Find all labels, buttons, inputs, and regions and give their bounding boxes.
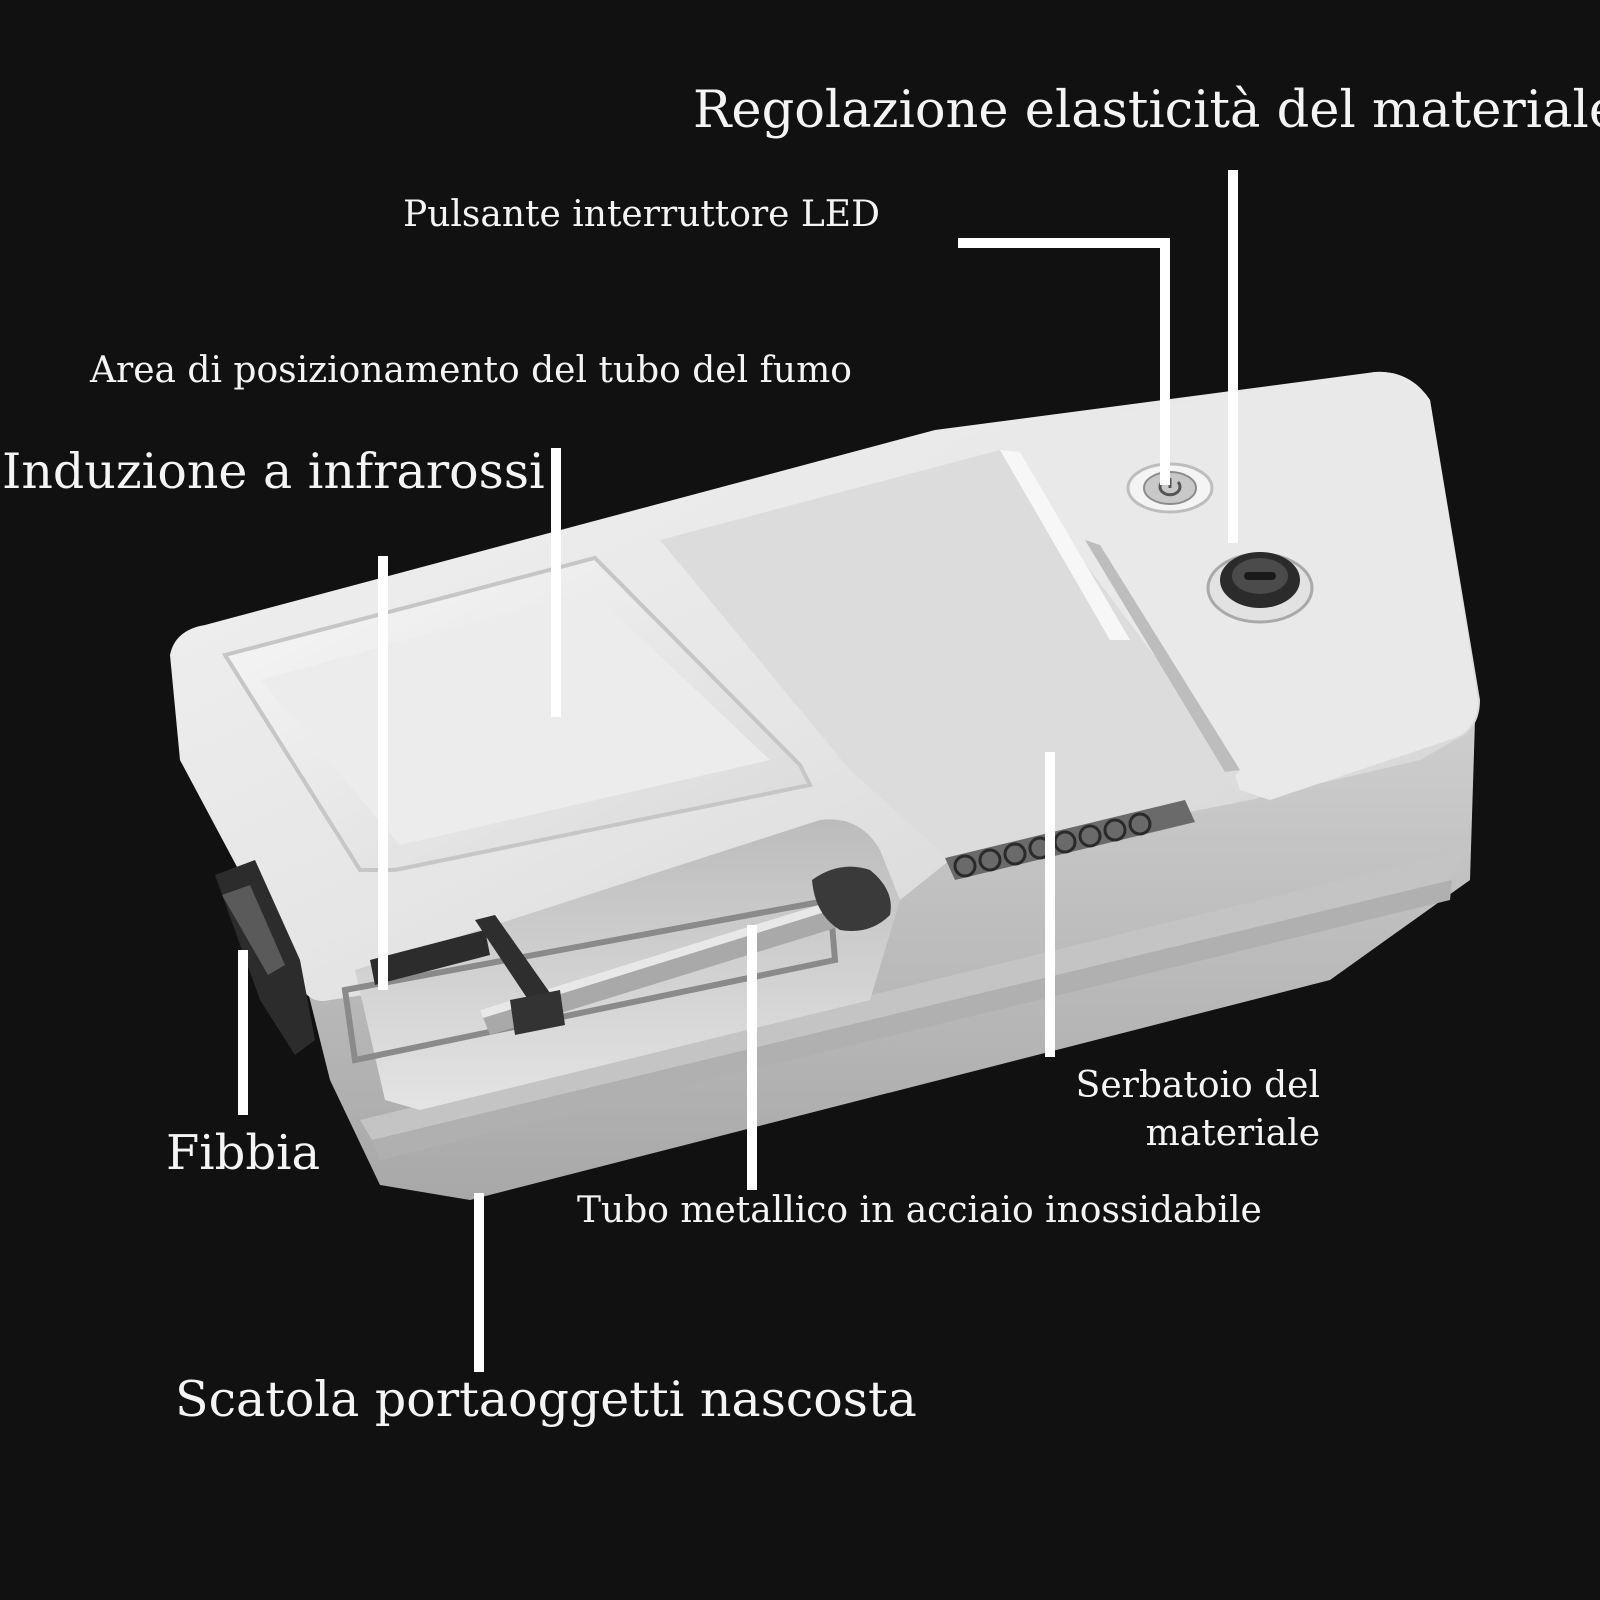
leader-led: [958, 238, 1170, 485]
label-led-switch: Pulsante interruttore LED: [403, 194, 880, 235]
label-material-elasticity: Regolazione elasticità del materiale: [693, 81, 1600, 140]
label-storage-box: Scatola portaoggetti nascosta: [175, 1371, 917, 1428]
label-steel-tube: Tubo metallico in acciaio inossidabile: [577, 1190, 1262, 1231]
label-infrared: Induzione a infrarossi: [2, 443, 545, 500]
storage-drawer: [360, 850, 1465, 1140]
leader-lines: [238, 170, 1238, 1372]
label-reservoir: Serbatoio del materiale: [1075, 1065, 1320, 1154]
label-tube-area: Area di posizionamento del tubo del fumo: [90, 350, 852, 391]
elasticity-knob: [1206, 552, 1314, 624]
tube-knob: [812, 866, 891, 931]
led-button: [1126, 462, 1214, 514]
reservoir-surface: [660, 450, 1240, 860]
tube-lever: [475, 915, 555, 1010]
label-buckle: Fibbia: [166, 1125, 321, 1181]
